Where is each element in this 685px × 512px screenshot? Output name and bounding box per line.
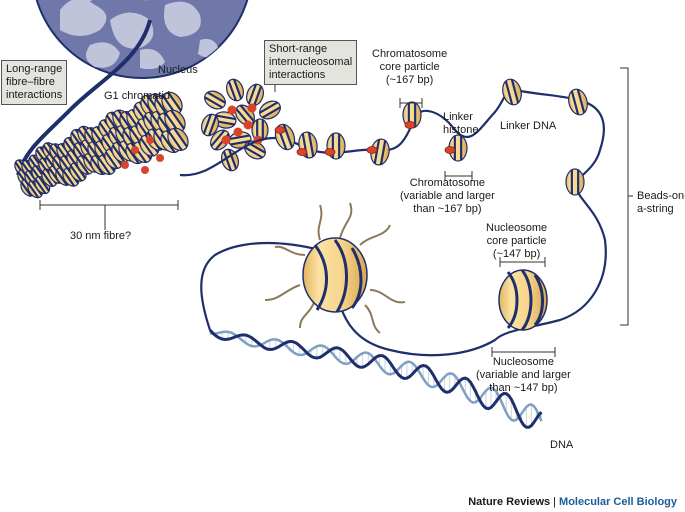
credit-line: Nature Reviews|Molecular Cell Biology [468,496,677,508]
chromatin-bead [370,138,390,166]
fibre-linker-histone [156,154,164,162]
dna-strand-front [208,328,543,429]
linker-histone-dot [324,148,336,156]
label-short-range: Short-range internucleosomal interaction… [264,40,358,85]
label-chromatosome-core: Chromatosome core particle (~167 bp) [372,48,448,86]
linker-histone-dot [296,148,308,156]
chromatin-bead [502,78,522,106]
cluster-linker-histone [221,135,231,145]
dna-strand-back [209,330,543,423]
cluster-linker-histone [247,103,257,113]
label-linker-histone: Linker histone [443,111,479,136]
chromatin-bead [568,88,588,116]
credit-separator: | [553,496,557,508]
cluster-nucleosome [259,100,281,120]
label-long-range: Long-range fibre–fibre interactions [1,60,68,105]
cluster-nucleosome [200,113,220,137]
label-chromatosome: Chromatosome (variable and larger than ~… [400,177,495,215]
fibre-nucleosome [167,127,189,152]
fibre-30nm [14,91,189,199]
chromatin-bead [402,101,422,129]
fibre-linker-histone [146,136,154,144]
cluster-linker-histone [243,120,253,130]
label-linker-dna: Linker DNA [500,120,557,132]
label-nucleosome-core: Nucleosome core particle (~147 bp) [486,222,548,260]
chromatin-bead [565,168,585,196]
credit-journal: Molecular Cell Biology [559,496,677,508]
dna-double-helix [208,328,543,429]
fibre-linker-histone [121,161,129,169]
linker-histone-dot [274,126,286,134]
nucleosome-with-tails [264,202,406,334]
cluster-nucleosome [220,148,240,172]
fibre-linker-histone [131,146,139,154]
fibre-linker-histone [141,166,149,174]
g1-chromatid-strand [16,19,152,176]
linker-histone-dot [404,121,416,129]
label-nucleus: Nucleus [158,64,198,76]
label-beads-on-string: Beads-on- a-string [637,190,685,215]
cluster-nucleosome [204,90,226,110]
label-nucleosome: Nucleosome (variable and larger than ~14… [476,356,571,394]
linker-histone-dot [444,146,456,154]
label-30nm-fibre: 30 nm fibre? [70,230,132,242]
cluster-linker-histone [233,127,243,137]
label-g1-chromatid: G1 chromatid [104,90,171,102]
cluster-nucleosome [251,118,269,142]
short-range-cluster [200,78,281,172]
chromatin-bead [274,123,296,151]
credit-publisher: Nature Reviews [468,496,551,508]
cluster-nucleosome [245,83,265,107]
linker-histones [274,121,456,156]
nucleosome-core-particle [498,269,548,331]
linker-histone-dot [366,146,378,154]
cluster-linker-histone [227,105,237,115]
label-dna: DNA [550,439,574,451]
chromatin-bead [448,134,468,162]
cluster-nucleosome [225,78,245,102]
